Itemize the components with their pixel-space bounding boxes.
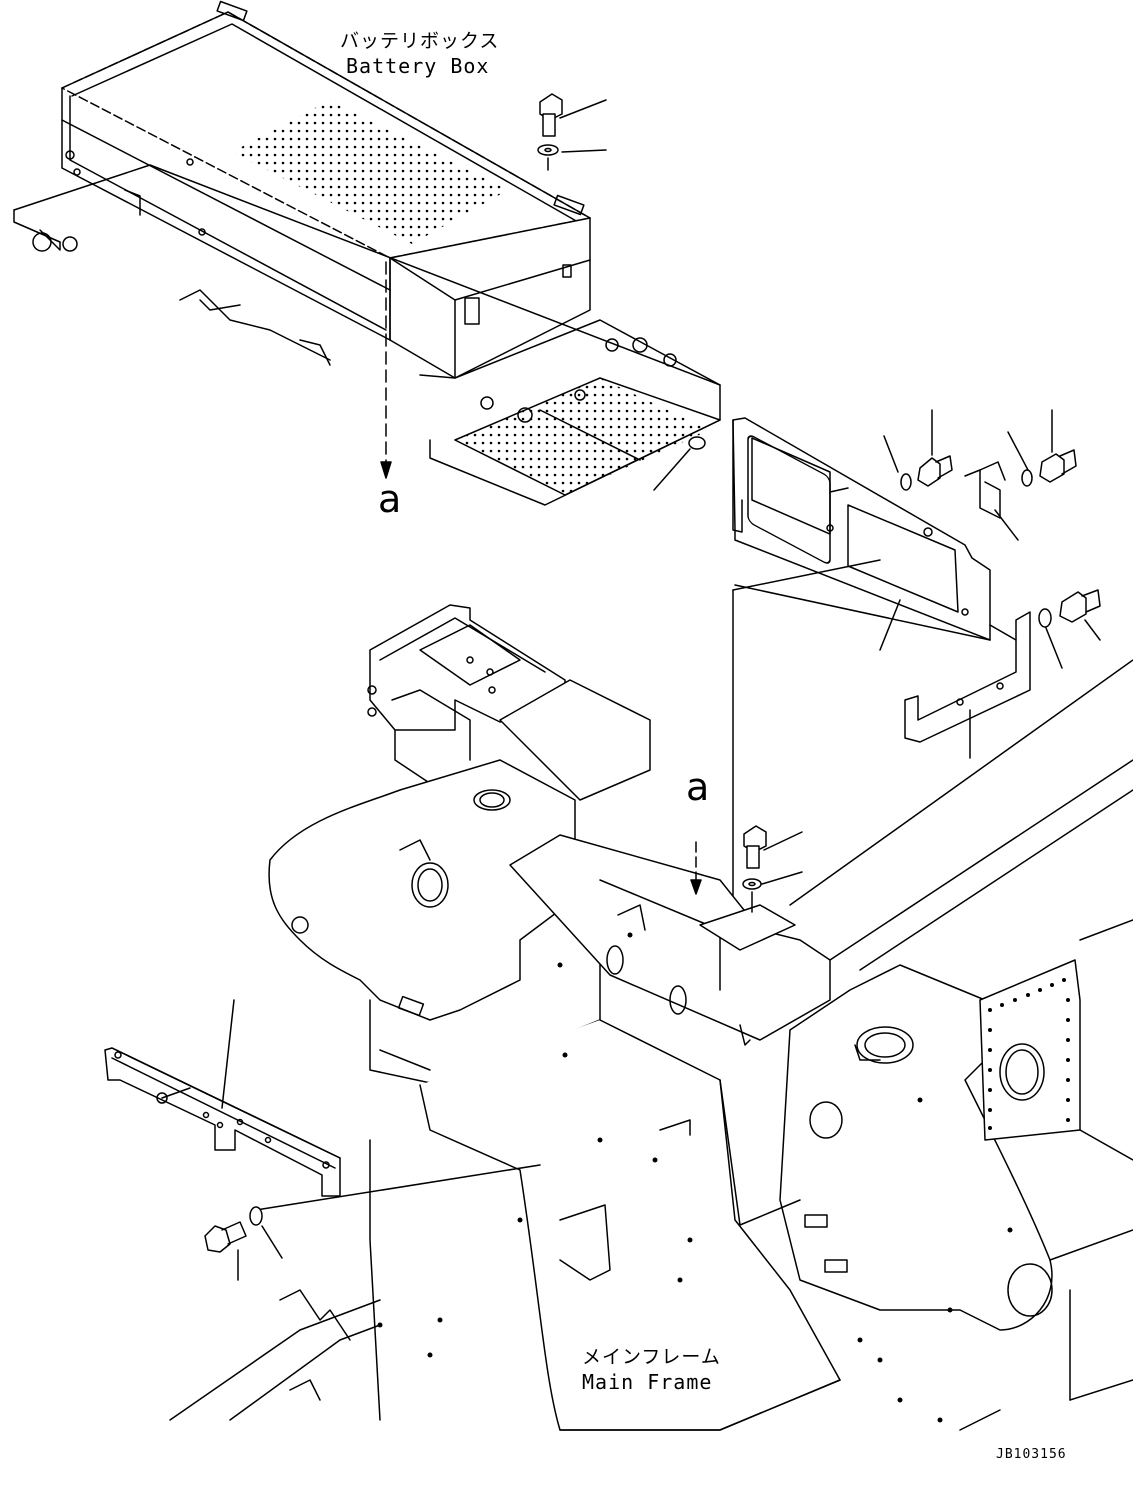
- reference-a-lower: a: [686, 765, 710, 809]
- main-frame-label-en: Main Frame: [582, 1370, 713, 1394]
- main-frame-label-jp: メインフレーム: [582, 1346, 721, 1368]
- battery-box-label-jp: バッテリボックス: [340, 30, 500, 52]
- bolts-right: [883, 409, 1101, 669]
- bracket-plate-left: [104, 999, 541, 1211]
- main-frame: [169, 604, 1133, 1431]
- battery-box-label-en: Battery Box: [346, 54, 490, 78]
- battery-box: [13, 0, 721, 506]
- bolt-washer-left: [204, 1206, 283, 1281]
- bolt-washer-upper: [537, 93, 607, 171]
- bolt-washer-lower: [742, 825, 803, 913]
- drawing-code: JB103156: [996, 1447, 1067, 1462]
- bracket-lower-right: [734, 584, 1031, 759]
- bracket-plate-right: [732, 417, 991, 651]
- reference-a-upper: a: [378, 477, 402, 521]
